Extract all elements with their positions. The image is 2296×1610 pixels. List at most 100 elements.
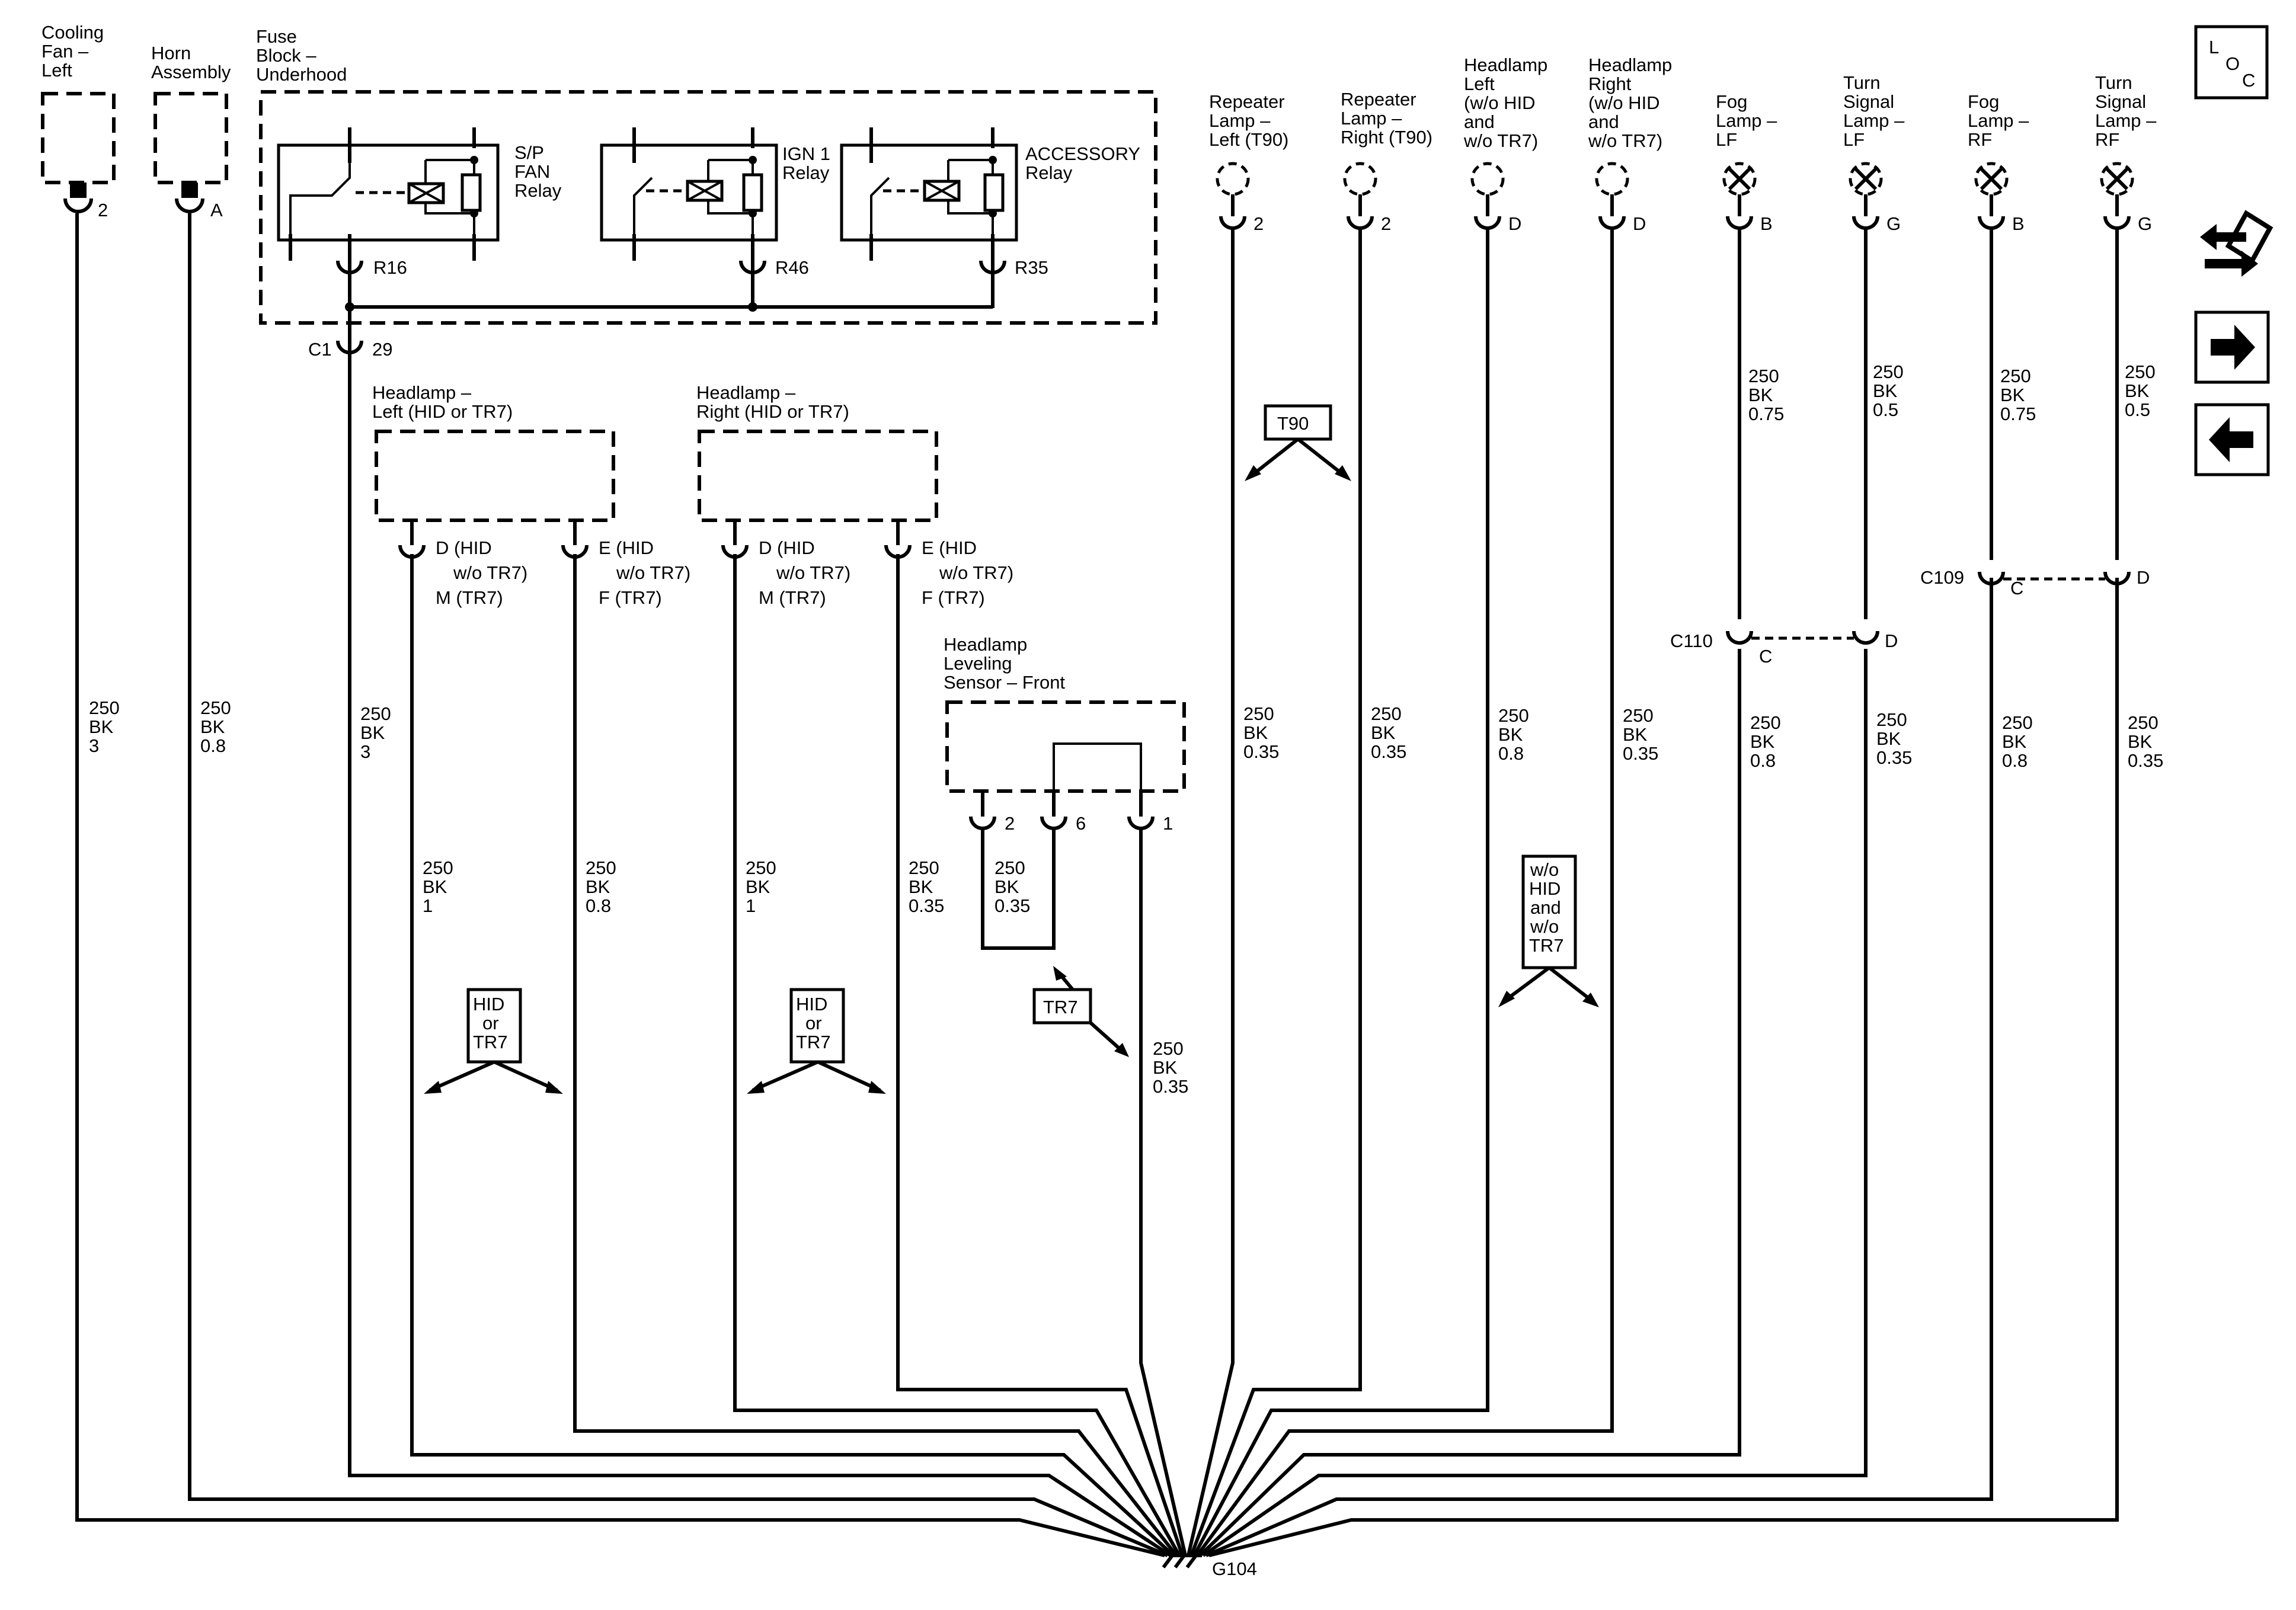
- wo-hid-tr7-option: w/o HID and w/o TR7: [1498, 854, 1599, 1007]
- sensor-pin-2: 2: [1005, 813, 1015, 834]
- wire-label-fog-lf-lower: 250 BK 0.8: [1750, 712, 1786, 771]
- ground-wires: G104: [75, 213, 2119, 1579]
- turn-rf-label: Turn Signal Lamp – RF: [2095, 72, 2161, 150]
- wire-label-headlamp-right-nohid: 250 BK 0.35: [1623, 705, 1658, 764]
- repeater-right-pin: 2: [1381, 213, 1391, 234]
- c109-pin-c: C: [2010, 578, 2023, 598]
- cooling-fan-pin: 2: [98, 200, 108, 220]
- horn-assembly: Horn Assembly A 250 BK 0.8: [151, 43, 236, 756]
- repeater-right-label: Repeater Lamp – Right (T90): [1341, 89, 1432, 148]
- fog-lamp-lf: Fog Lamp – LF B 250 BK 0.75 250 BK 0.8: [1716, 91, 1786, 771]
- next-button[interactable]: [2194, 311, 2270, 384]
- loc-button[interactable]: L O C: [2194, 25, 2269, 100]
- repeater-left-pin: 2: [1253, 213, 1264, 234]
- headlamp-left-hid-label: Headlamp – Left (HID or TR7): [372, 382, 513, 422]
- turn-lf-label: Turn Signal Lamp – LF: [1843, 72, 1910, 150]
- t90-option: T90: [1245, 404, 1351, 481]
- pin-right-e: E (HID w/o TR7) F (TR7): [922, 537, 1019, 608]
- connector-icon[interactable]: [2200, 210, 2273, 277]
- c110-pin-d: D: [1885, 630, 1898, 651]
- headlamp-right-hid: Headlamp – Right (HID or TR7) D (HID w/o…: [696, 382, 1019, 1094]
- repeater-left-label: Repeater Lamp – Left (T90): [1209, 91, 1290, 150]
- wire-label-right-d: 250 BK 1: [746, 857, 781, 916]
- wire-label-sensor-1: 250 BK 0.35: [1153, 1038, 1188, 1097]
- headlamp-right-nohid-pin: D: [1633, 213, 1646, 234]
- headlamp-left-nohid-label: Headlamp Left (w/o HID and w/o TR7): [1463, 55, 1553, 151]
- headlamp-left-hid: Headlamp – Left (HID or TR7) D (HID w/o …: [372, 382, 696, 1094]
- headlamp-leveling-sensor: Headlamp Leveling Sensor – Front 2 6 1 2…: [944, 634, 1188, 1097]
- ground-label: G104: [1212, 1558, 1257, 1579]
- fog-rf-label: Fog Lamp – RF: [1968, 91, 2034, 150]
- pin-right-d: D (HID w/o TR7) M (TR7): [759, 537, 856, 608]
- horn-pin: A: [210, 200, 223, 220]
- loc-letter-l: L: [2209, 37, 2219, 57]
- sensor-pin-1: 1: [1163, 813, 1173, 834]
- wire-label-repeater-left: 250 BK 0.35: [1243, 703, 1279, 762]
- ign1-relay-label: IGN 1 Relay: [782, 143, 836, 183]
- loc-letter-c: C: [2242, 70, 2255, 91]
- option-tr7: TR7: [1043, 997, 1078, 1017]
- ign1-relay: IGN 1 Relay: [600, 127, 836, 261]
- leveling-sensor-label: Headlamp Leveling Sensor – Front: [944, 634, 1065, 693]
- wire-label-horn: 250 BK 0.8: [200, 697, 236, 756]
- arrow-right-icon: [2211, 325, 2255, 370]
- accessory-relay: ACCESSORY Relay: [840, 127, 1145, 261]
- fuse-block-underhood: Fuse Block – Underhood S/P FAN: [256, 26, 1157, 762]
- fog-lf-pin: B: [1760, 213, 1773, 234]
- sensor-pin-6: 6: [1076, 813, 1086, 834]
- wire-label-fog-rf-lower: 250 BK 0.8: [2002, 712, 2038, 771]
- pin-r46: R46: [775, 257, 809, 278]
- wire-label-turn-lf-upper: 250 BK 0.5: [1873, 361, 1908, 420]
- repeater-lamp-right: Repeater Lamp – Right (T90) 2 250 BK 0.3…: [1341, 89, 1432, 762]
- headlamp-right-hid-label: Headlamp – Right (HID or TR7): [696, 382, 849, 422]
- wire-label-fuse-block: 250 BK 3: [360, 703, 396, 762]
- wire-label-turn-rf-lower: 250 BK 0.35: [2128, 712, 2163, 771]
- c110-pin-c: C: [1759, 646, 1772, 667]
- option-wo-hid-tr7: w/o HID and w/o TR7: [1529, 859, 1566, 956]
- headlamp-left-nohid: Headlamp Left (w/o HID and w/o TR7) D 25…: [1463, 55, 1553, 764]
- repeater-lamp-left: Repeater Lamp – Left (T90) 2 250 BK 0.35: [1209, 91, 1290, 762]
- headlamp-right-nohid-label: Headlamp Right (w/o HID and w/o TR7): [1588, 55, 1677, 151]
- pin-left-d: D (HID w/o TR7) M (TR7): [436, 537, 533, 608]
- wire-label-left-e: 250 BK 0.8: [586, 857, 621, 916]
- prev-button[interactable]: [2194, 403, 2270, 476]
- cooling-fan-label: Cooling Fan – Left: [41, 22, 109, 81]
- pin-r16: R16: [373, 257, 407, 278]
- wire-label-right-e: 250 BK 0.35: [909, 857, 944, 916]
- c109-label: C109: [1920, 567, 1964, 588]
- connector-c109: C109 C D: [1920, 567, 2150, 598]
- horn-label: Horn Assembly: [151, 43, 231, 82]
- turn-lamp-lf: Turn Signal Lamp – LF G 250 BK 0.5 250 B…: [1843, 72, 1912, 768]
- cooling-fan-left: Cooling Fan – Left 2 250 BK 3: [41, 22, 124, 756]
- wire-label-headlamp-left-nohid: 250 BK 0.8: [1498, 705, 1534, 764]
- pin-r35: R35: [1015, 257, 1048, 278]
- sp-fan-relay: S/P FAN Relay: [277, 127, 562, 261]
- option-hid-tr7-right: HID or TR7: [796, 994, 833, 1052]
- accessory-relay-label: ACCESSORY Relay: [1025, 143, 1145, 183]
- connector-c110: C110 C D: [1670, 630, 1898, 667]
- fog-lamp-rf: Fog Lamp – RF B 250 BK 0.75 250 BK 0.8: [1968, 91, 2038, 771]
- turn-lamp-rf: Turn Signal Lamp – RF G 250 BK 0.5 250 B…: [2095, 72, 2163, 771]
- option-hid-tr7-left: HID or TR7: [473, 994, 510, 1052]
- fuse-block-label: Fuse Block – Underhood: [256, 26, 347, 85]
- wire-label-cooling-fan: 250 BK 3: [89, 697, 124, 756]
- wire-label-turn-lf-lower: 250 BK 0.35: [1876, 709, 1912, 768]
- c109-pin-d: D: [2137, 567, 2150, 588]
- headlamp-right-nohid: Headlamp Right (w/o HID and w/o TR7) D 2…: [1588, 55, 1677, 764]
- c110-label: C110: [1670, 630, 1713, 651]
- turn-lf-pin: G: [1886, 213, 1901, 234]
- option-t90: T90: [1277, 413, 1309, 434]
- headlamp-left-nohid-pin: D: [1508, 213, 1521, 234]
- turn-rf-pin: G: [2138, 213, 2152, 234]
- wire-label-left-d: 250 BK 1: [423, 857, 458, 916]
- wire-label-turn-rf-upper: 250 BK 0.5: [2125, 361, 2160, 420]
- fog-lf-label: Fog Lamp – LF: [1716, 91, 1782, 150]
- connector-c1: C1: [308, 339, 332, 360]
- wire-label-sensor-26: 250 BK 0.35: [994, 857, 1030, 916]
- pin-left-e: E (HID w/o TR7) F (TR7): [599, 537, 696, 608]
- loc-letter-o: O: [2225, 53, 2240, 74]
- fog-rf-pin: B: [2012, 213, 2025, 234]
- arrow-left-icon: [2209, 417, 2253, 462]
- wire-label-fog-lf-upper: 250 BK 0.75: [1748, 366, 1784, 424]
